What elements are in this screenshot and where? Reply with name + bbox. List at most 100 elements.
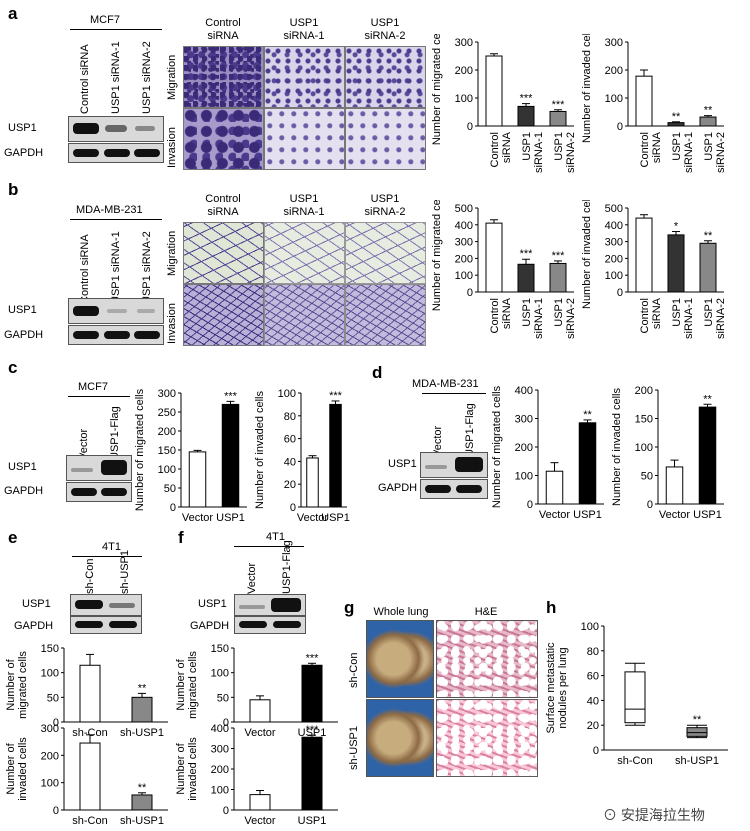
y-tick-label: 50 [164,483,176,495]
panel-f-usp1-label: USP1 [198,598,227,610]
bar [249,699,271,723]
y-axis-label: Number of migrated cells [491,385,503,508]
y-tick-label: 500 [455,203,473,215]
y-tick-label: 50 [47,692,59,704]
y-tick-label: 0 [53,805,59,817]
panel-a-col-2: USP1 siRNA-1 [283,17,325,42]
panel-b-col-2: USP1 siRNA-1 [283,193,325,218]
panel-b-img-inv-si2 [345,284,426,346]
significance-label: ** [704,230,713,242]
panel-h-label: h [546,598,557,617]
significance-label: *** [520,248,534,260]
panel-a-cell-line-rule [70,29,162,30]
panel-d-usp1-blot [420,452,488,478]
y-axis-label: Number of invaded cells [581,200,593,309]
y-tick-label: 300 [41,723,59,735]
y-tick-label: 100 [605,270,623,282]
y-tick-label: 0 [223,717,229,729]
y-tick-label: 0 [647,499,653,511]
y-tick-label: 150 [635,414,653,426]
y-tick-label: 100 [515,471,533,483]
bar [699,116,717,127]
significance-label: ** [703,393,712,405]
panel-b-gapdh-blot [68,325,164,345]
panel-b-img-inv-si1 [264,284,345,346]
y-axis-label: Number of invaded cells [611,388,623,507]
y-tick-label: 100 [158,464,176,476]
y-tick-label: 40 [587,695,599,707]
y-axis-label: Number ofmigrated cells [5,651,29,719]
lane-label: USP1-Flag [464,403,476,457]
watermark: ⊙ 安提海拉生物 [603,805,705,825]
x-tick-label: Vector [244,727,276,739]
y-tick-label: 0 [290,502,296,514]
y-tick-label: 40 [284,456,296,468]
y-tick-label: 200 [605,253,623,265]
panel-b-row-invasion: Invasion [166,303,178,344]
lane-label: sh-Con [83,558,96,594]
x-tick-label: ControlsiRNA [489,297,513,333]
panel-d-usp1-label: USP1 [388,458,417,470]
y-tick-label: 150 [211,643,229,655]
y-tick-label: 0 [617,121,623,133]
panel-f-label: f [178,528,184,547]
panel-b-gapdh-label: GAPDH [4,329,44,341]
bar [578,422,597,505]
y-tick-label: 100 [455,93,473,105]
bar [131,696,153,723]
y-tick-label: 80 [587,646,599,658]
x-tick-label: sh-Con [617,755,652,767]
bar [485,55,503,127]
panel-c-usp1-label: USP1 [8,461,37,473]
y-axis-label: Number ofinvaded cells [175,737,199,801]
y-tick-label: 300 [455,37,473,49]
x-tick-label: Vector [182,512,214,524]
panel-b-img-mig-si1 [264,222,345,284]
x-tick-label: sh-Con [72,727,107,739]
x-tick-label: Vector [659,509,691,521]
panel-b-cell-line: MDA-MB-231 [76,204,143,216]
panel-b-col-1: Control siRNA [205,193,241,218]
lane-label: sh-USP1 [118,549,131,594]
bar [131,794,153,811]
panel-c-cell-line-rule [68,396,130,397]
y-tick-label: 100 [455,270,473,282]
bar [485,222,503,293]
y-tick-label: 20 [284,479,296,491]
y-tick-label: 200 [515,442,533,454]
lane-label: USP1 siRNA-2 [140,41,153,114]
x-tick-label: sh-USP1 [120,815,164,827]
y-tick-label: 300 [605,37,623,49]
panel-f-usp1-blot [234,594,306,616]
significance-label: ** [704,105,713,117]
lane-label: USP1 siRNA-1 [110,41,122,114]
panel-c-usp1-blot [66,455,132,481]
panel-b-img-mig-ctrl [183,222,264,284]
panel-g-col-he: H&E [474,606,498,618]
lane-label: USP1-Flag [108,406,121,460]
lane-label: Control siRNA [79,44,92,114]
y-tick-label: 200 [635,385,653,397]
significance-label: *** [306,724,320,736]
y-tick-label: 50 [217,692,229,704]
y-tick-label: 100 [41,668,59,680]
panel-b-col-3: USP1 siRNA-2 [364,193,406,218]
panel-a-img-mig-si1 [264,46,345,108]
y-axis-label: Number ofmigrated cells [175,651,199,719]
bar [549,262,567,293]
panel-b-img-inv-ctrl [183,284,264,346]
